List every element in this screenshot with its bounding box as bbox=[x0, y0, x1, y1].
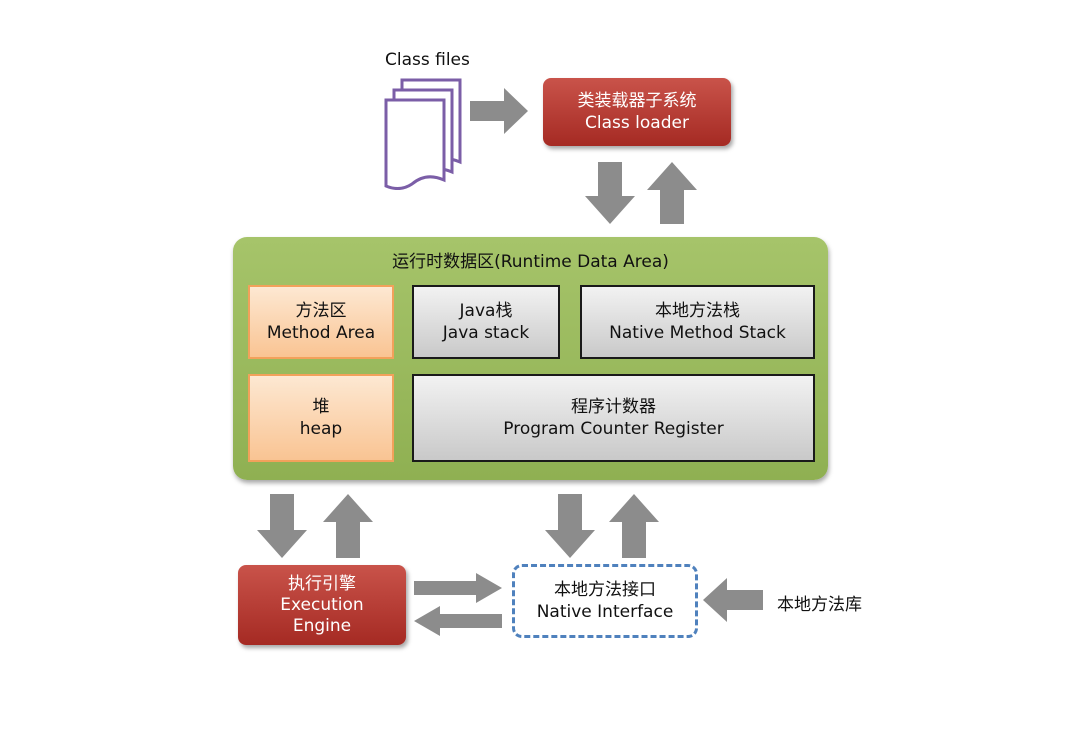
arrow-right-engine-to-native-interface bbox=[414, 573, 502, 603]
heap-label-en: heap bbox=[299, 419, 343, 439]
java-stack-label-en: Java stack bbox=[442, 323, 530, 343]
execution-engine-label-cn: 执行引擎 bbox=[288, 573, 356, 594]
native-interface-label-en: Native Interface bbox=[536, 602, 674, 622]
class-files-icon bbox=[384, 78, 462, 190]
program-counter-label-en: Program Counter Register bbox=[503, 419, 724, 439]
native-library-label: 本地方法库 bbox=[777, 595, 862, 615]
heap-box: 堆 heap bbox=[248, 374, 394, 462]
class-loader-box: 类装载器子系统 Class loader bbox=[543, 78, 731, 146]
arrow-down-runtime-to-native-interface bbox=[545, 494, 595, 558]
native-interface-label-cn: 本地方法接口 bbox=[554, 580, 656, 600]
native-method-stack-box: 本地方法栈 Native Method Stack bbox=[580, 285, 815, 359]
method-area-label-en: Method Area bbox=[266, 323, 376, 343]
execution-engine-label-en-2: Engine bbox=[292, 615, 352, 636]
program-counter-register-box: 程序计数器 Program Counter Register bbox=[412, 374, 815, 462]
native-method-stack-label-cn: 本地方法栈 bbox=[655, 301, 740, 321]
arrow-left-library-to-native-interface bbox=[703, 578, 763, 622]
heap-label-cn: 堆 bbox=[312, 397, 330, 417]
native-interface-box: 本地方法接口 Native Interface bbox=[512, 564, 698, 638]
runtime-data-area: 运行时数据区(Runtime Data Area) 方法区 Method Are… bbox=[233, 237, 828, 480]
class-loader-label-cn: 类装载器子系统 bbox=[577, 91, 697, 111]
method-area-box: 方法区 Method Area bbox=[248, 285, 394, 359]
runtime-data-area-title: 运行时数据区(Runtime Data Area) bbox=[392, 252, 669, 272]
arrow-up-engine-to-runtime bbox=[323, 494, 373, 558]
native-method-stack-label-en: Native Method Stack bbox=[609, 323, 786, 343]
execution-engine-label-en-1: Execution bbox=[280, 594, 364, 615]
method-area-label-cn: 方法区 bbox=[295, 301, 347, 321]
java-stack-box: Java栈 Java stack bbox=[412, 285, 560, 359]
execution-engine-box: 执行引擎 Execution Engine bbox=[238, 565, 406, 645]
program-counter-label-cn: 程序计数器 bbox=[571, 397, 656, 417]
java-stack-label-cn: Java栈 bbox=[459, 301, 513, 321]
class-files-label: Class files bbox=[385, 50, 470, 70]
arrow-right-files-to-loader bbox=[470, 88, 528, 134]
class-loader-label-en: Class loader bbox=[585, 113, 689, 133]
arrow-down-loader-to-runtime bbox=[585, 162, 635, 224]
arrow-left-native-interface-to-engine bbox=[414, 606, 502, 636]
arrow-up-runtime-to-loader bbox=[647, 162, 697, 224]
arrow-up-native-interface-to-runtime bbox=[609, 494, 659, 558]
arrow-down-runtime-to-engine bbox=[257, 494, 307, 558]
